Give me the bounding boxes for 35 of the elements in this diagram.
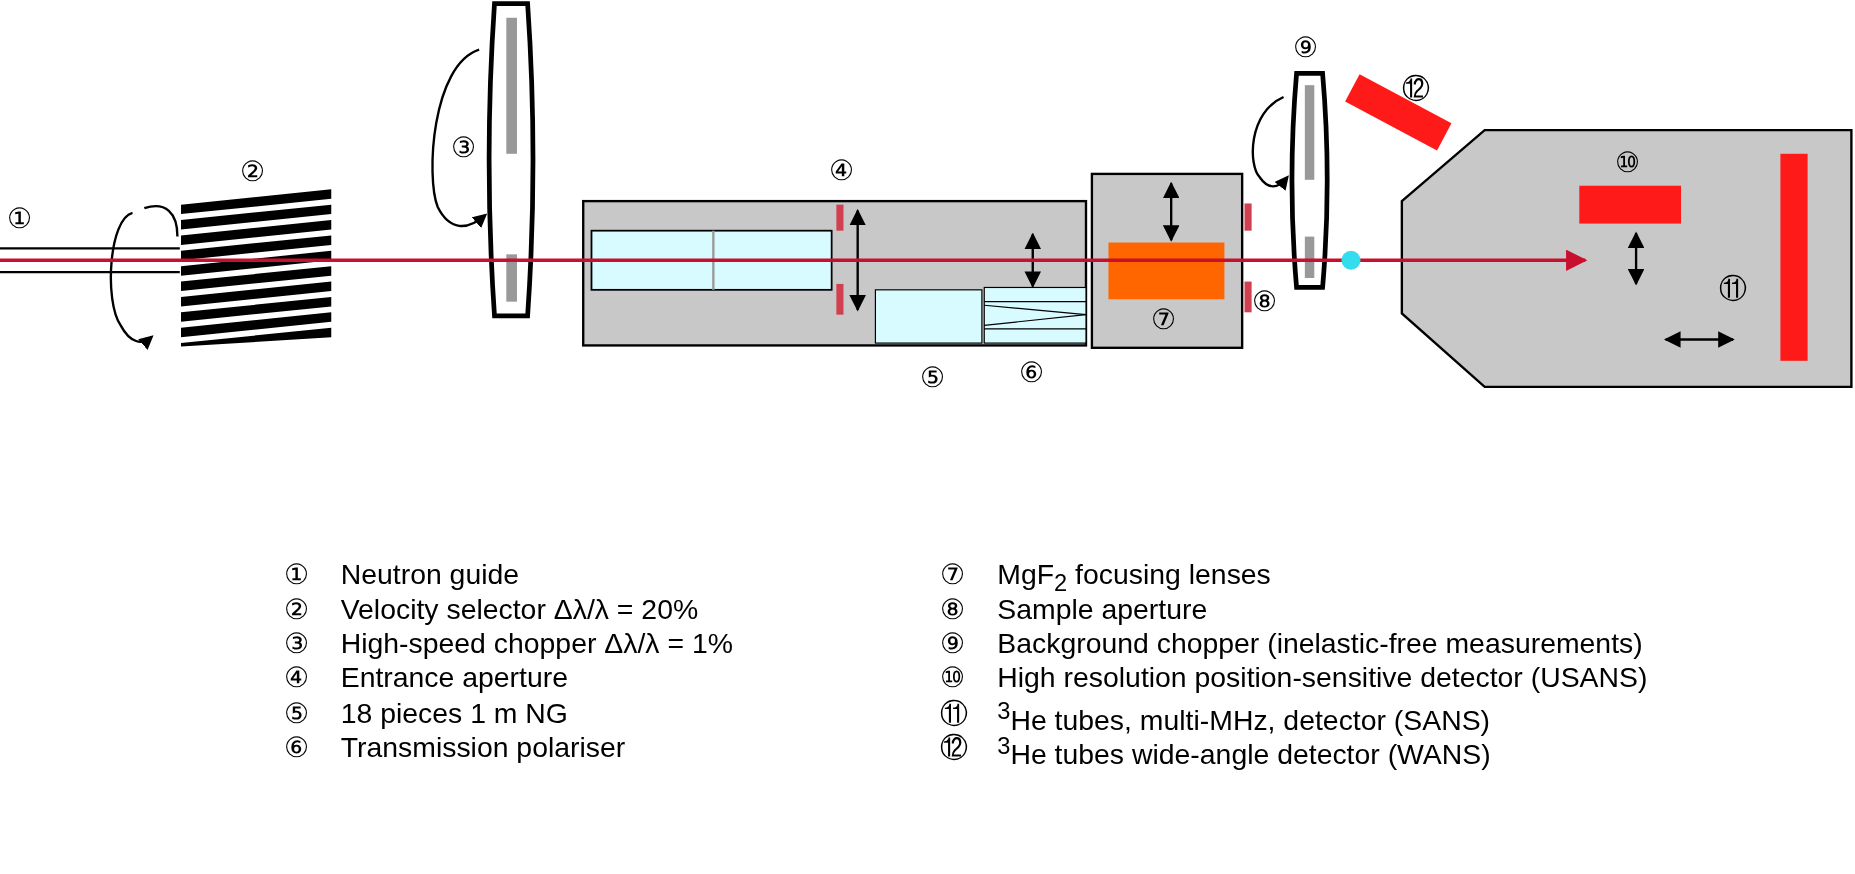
callout-number: ⑥ <box>1018 358 1045 387</box>
callout-number: ⑨ <box>1293 33 1320 62</box>
callout-number: ⑦ <box>1151 305 1178 334</box>
callout-number: ① <box>7 204 34 234</box>
callout-number: ⑪ <box>1718 274 1748 303</box>
legend-text: Background chopper (inelastic-free measurements) <box>997 629 1643 658</box>
callout-number: ⑫ <box>940 733 969 762</box>
callout-number: ② <box>283 595 310 624</box>
callout-number: ② <box>240 157 267 186</box>
callout-number: ⑪ <box>940 699 969 728</box>
legend-text: High-speed chopper Δλ/λ = 1% <box>340 629 733 658</box>
callout-number: ④ <box>829 156 856 185</box>
callout-number: ③ <box>283 629 310 658</box>
callout-number: ⑩ <box>1614 147 1641 177</box>
legend-text: Transmission polariser <box>340 733 626 762</box>
callout-number: ⑦ <box>940 560 967 590</box>
callout-number: ③ <box>450 133 477 163</box>
callout-number: ⑨ <box>940 629 967 658</box>
legend-text: Velocity selector Δλ/λ = 20% <box>340 595 699 624</box>
legend-text: Entrance aperture <box>340 663 568 693</box>
callout-number: ④ <box>283 663 310 693</box>
legend-text: Neutron guide <box>340 560 520 590</box>
callout-number: ⑥ <box>283 733 310 762</box>
legend-text: 18 pieces 1 m NG <box>340 699 568 728</box>
legend-text: Sample aperture <box>997 595 1208 624</box>
callout-number: ⑩ <box>940 663 967 693</box>
legend-text: $^{3}$He tubes, multi-MHz, detector (SANS) <box>997 699 1491 735</box>
callout-number: ⑤ <box>920 363 947 392</box>
callout-number: ⑧ <box>1251 287 1278 316</box>
callout-number: ① <box>283 560 310 590</box>
callout-number: ⑤ <box>283 699 310 728</box>
callout-number: ⑫ <box>1401 74 1431 103</box>
legend-text: High resolution position-sensitive detector (USANS) <box>997 663 1648 693</box>
callout-number: ⑧ <box>940 595 967 624</box>
legend-text: MgF$_{2}$ focusing lenses <box>997 560 1271 595</box>
